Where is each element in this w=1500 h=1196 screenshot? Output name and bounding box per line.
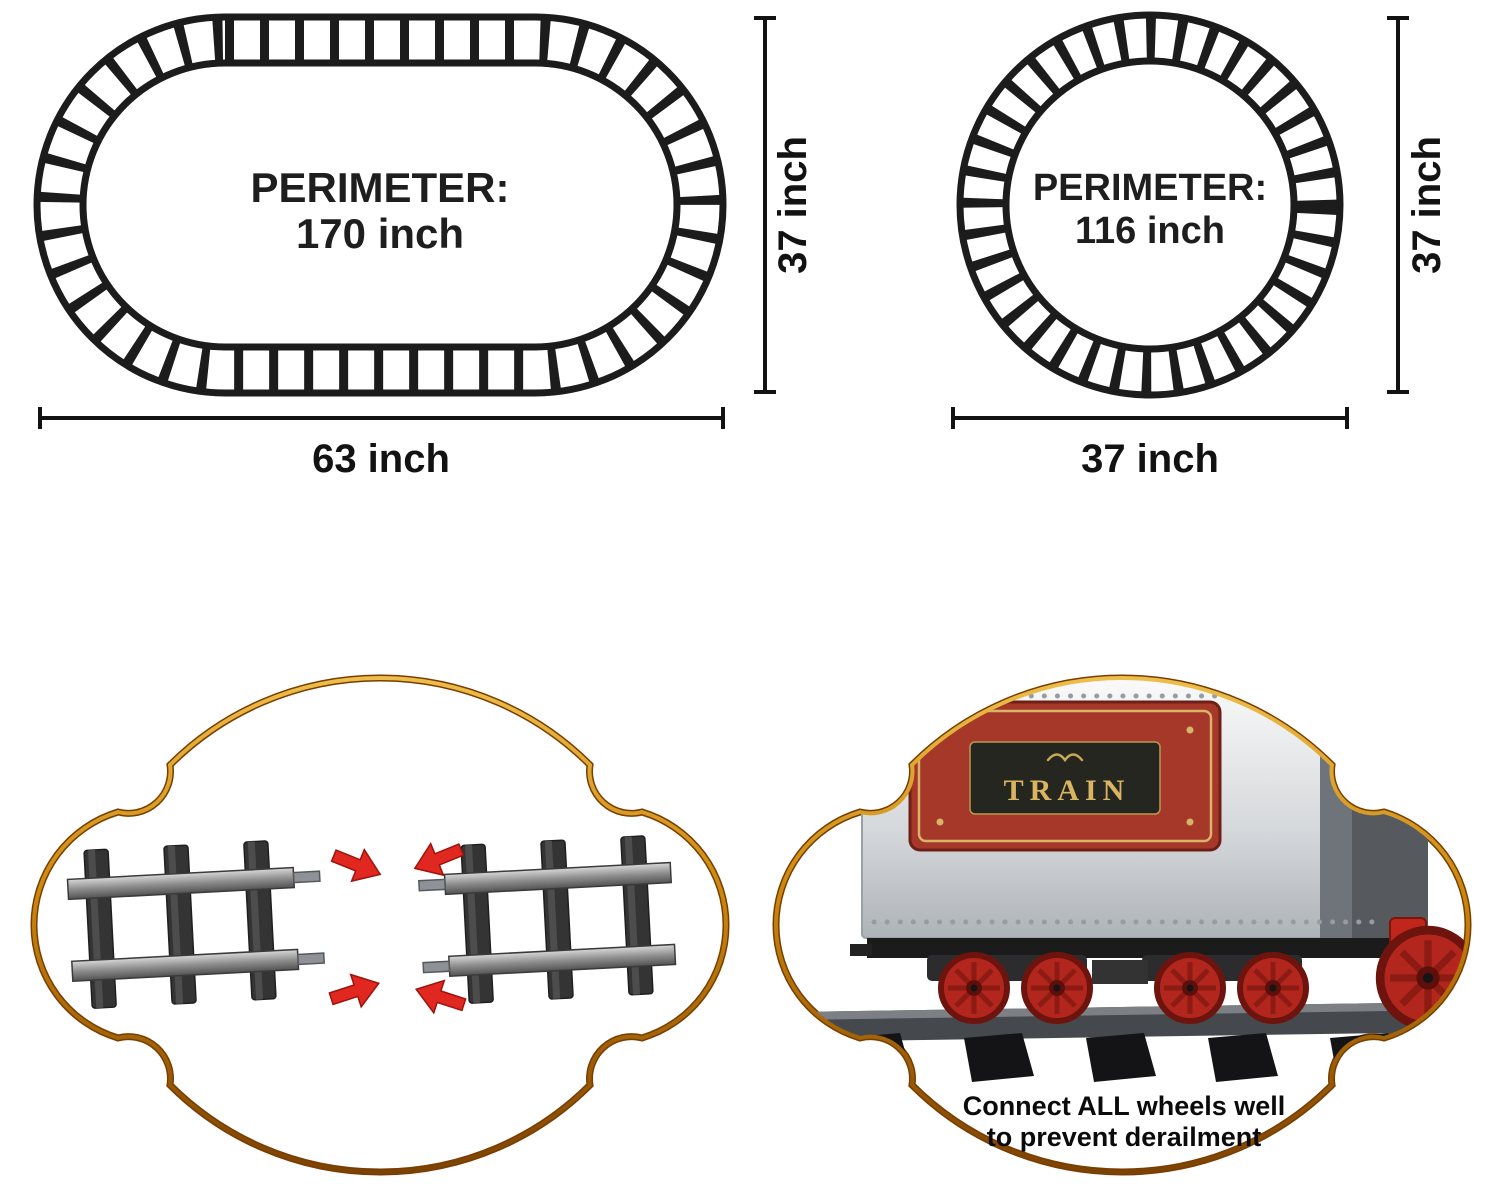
left-coupler — [850, 944, 872, 956]
track-tie — [1208, 1033, 1278, 1082]
oval-width-dimension: 63 inch — [38, 407, 725, 481]
circle-height-label: 37 inch — [1405, 136, 1449, 274]
track-tie — [1086, 1033, 1156, 1082]
train-wheel-icon — [941, 955, 1007, 1021]
circle-height-dimension: 37 inch — [1387, 16, 1449, 394]
oval-track-ring-icon — [33, 13, 727, 397]
circle-outer-rail — [956, 11, 1344, 399]
oval-outer-rail — [33, 13, 727, 397]
circle-width-label: 37 inch — [1081, 437, 1219, 481]
circle-track-figure: PERIMETER: 116 inch 37 inch 37 inch — [951, 11, 1449, 481]
oval-perimeter-value: 170 inch — [296, 210, 464, 257]
oval-height-dimension: 37 inch — [754, 16, 815, 394]
oval-perimeter-label: PERIMETER: — [250, 164, 509, 211]
track-piece-right — [418, 835, 677, 1004]
circle-ties — [960, 15, 1340, 395]
train-wheel-icon — [1157, 955, 1223, 1021]
rail-connector — [422, 960, 451, 974]
caption-line1: Connect ALL wheels well — [963, 1091, 1286, 1121]
badge-background — [34, 678, 726, 1172]
circle-perimeter-label: PERIMETER: — [1033, 167, 1267, 209]
track-tie — [964, 1033, 1034, 1082]
rail-connector — [418, 878, 447, 892]
rail-connector — [292, 870, 321, 884]
track-connection-badge — [34, 678, 726, 1172]
oval-height-label: 37 inch — [771, 136, 815, 274]
rail-connector — [296, 952, 326, 966]
circle-width-dimension: 37 inch — [951, 407, 1349, 481]
track-dimensions-diagram: PERIMETER: 170 inch 37 inch 63 inch — [33, 11, 1449, 481]
track-piece-left — [66, 840, 326, 1009]
oval-inner-rail — [79, 59, 681, 351]
instruction-badges: TRAIN — [0, 652, 1500, 1196]
wheel-alignment-badge: TRAIN — [776, 678, 1476, 1172]
train-chassis — [867, 938, 1397, 958]
sign-ornament-icon — [1046, 753, 1084, 763]
train-wheel-icon — [1240, 955, 1306, 1021]
circle-inner-rail — [1002, 57, 1298, 353]
circle-perimeter-value: 116 inch — [1075, 210, 1225, 252]
train-sign-text: TRAIN — [1004, 774, 1131, 807]
train-wheels-illustration: TRAIN — [792, 678, 1476, 1082]
train-wheel-icon — [1024, 955, 1090, 1021]
oval-track-figure: PERIMETER: 170 inch 37 inch 63 inch — [33, 13, 815, 481]
caption-line2: to prevent derailment — [987, 1122, 1262, 1152]
oval-ties — [37, 17, 723, 393]
circle-track-ring-icon — [956, 11, 1344, 399]
oval-width-label: 63 inch — [312, 437, 450, 481]
brake-gear — [1092, 960, 1148, 984]
